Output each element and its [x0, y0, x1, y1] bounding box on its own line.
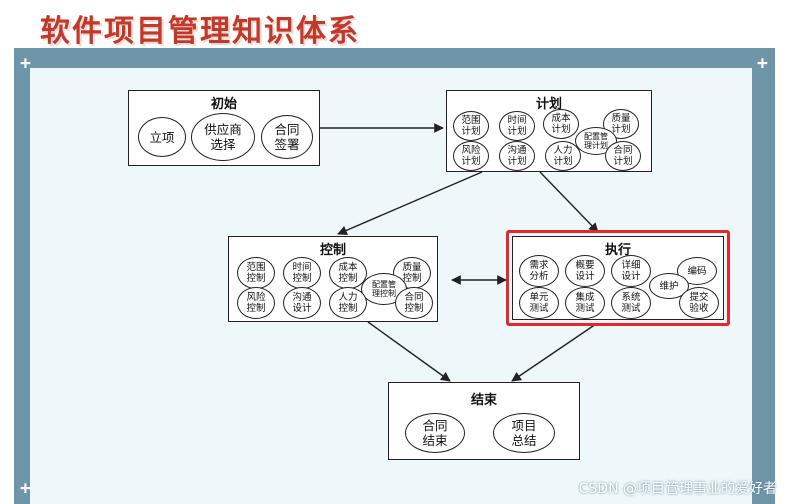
- plus-icon-bottom-left: +: [20, 478, 31, 499]
- execution-item-acceptance: 提交 验收: [679, 287, 719, 319]
- execution-item-integration-testing: 集成 测试: [565, 287, 605, 319]
- execution-item-system-testing: 系统 测试: [611, 287, 651, 319]
- execution-item-maintenance: 维护: [649, 273, 689, 299]
- planning-item-risk: 风险 计划: [453, 141, 489, 171]
- closing-item-contract-closure: 合同 结束: [405, 413, 465, 453]
- initiation-title: 初始: [210, 97, 237, 112]
- planning-item-contract: 合同 计划: [605, 141, 641, 171]
- arrow-execution-to-closing: [511, 323, 597, 382]
- initiation-box: 初始 立项 供应商 选择 合同 签署: [128, 90, 320, 166]
- planning-item-human-resources: 人力 计划: [545, 141, 581, 171]
- initiation-item-vendor-selection: 供应商 选择: [191, 113, 255, 161]
- arrow-control-to-closing: [367, 321, 451, 382]
- closing-title: 结束: [470, 393, 497, 408]
- control-item-communication: 沟通 设计: [283, 287, 321, 319]
- control-item-time: 时间 控制: [283, 257, 321, 289]
- plus-icon-top-right: +: [757, 53, 768, 74]
- control-title: 控制: [319, 243, 346, 258]
- execution-box: 执行 需求 分析 概要 设计 详细 设计 编码 维护 单元 测试 集成 测试 系…: [512, 236, 724, 320]
- planning-item-communication: 沟通 计划: [499, 141, 535, 171]
- execution-item-high-level-design: 概要 设计: [565, 255, 605, 287]
- closing-box: 结束 合同 结束 项目 总结: [388, 382, 580, 460]
- planning-item-cost: 成本 计划: [543, 109, 579, 139]
- control-item-contract: 合同 控制: [395, 287, 433, 319]
- watermark: CSDN @项目管理事业的爱好者: [578, 481, 777, 497]
- execution-item-unit-testing: 单元 测试: [519, 287, 559, 319]
- planning-box: 计划 范围 计划 时间 计划 成本 计划 质量 计划 配置管 理计划 风险 计划…: [446, 90, 652, 172]
- planning-title: 计划: [535, 97, 562, 112]
- arrow-planning-to-execution: [539, 171, 599, 233]
- planning-item-quality: 质量 计划: [603, 109, 639, 139]
- control-box: 控制 范围 控制 时间 控制 成本 控制 质量 控制 配置管 理控制 风险 控制…: [228, 236, 438, 322]
- control-item-config-management: 配置管 理控制: [361, 273, 407, 305]
- planning-item-time: 时间 计划: [499, 111, 535, 141]
- initiation-item-project-setup: 立项: [138, 117, 186, 157]
- slide-title: 软件项目管理知识体系: [40, 14, 360, 49]
- arrow-planning-to-control: [337, 171, 483, 236]
- control-item-human-resources: 人力 控制: [329, 287, 367, 319]
- control-item-risk: 风险 控制: [237, 287, 275, 319]
- initiation-item-contract-signing: 合同 签署: [261, 115, 313, 159]
- planning-item-scope: 范围 计划: [453, 111, 489, 141]
- execution-highlight-frame: [506, 230, 730, 326]
- execution-item-detailed-design: 详细 设计: [611, 255, 651, 287]
- plus-icon-top-left: +: [20, 53, 31, 74]
- execution-item-requirements-analysis: 需求 分析: [519, 255, 559, 287]
- closing-item-project-summary: 项目 总结: [493, 413, 555, 453]
- control-item-scope: 范围 控制: [237, 257, 275, 289]
- execution-title: 执行: [604, 243, 631, 258]
- control-item-cost: 成本 控制: [329, 257, 367, 289]
